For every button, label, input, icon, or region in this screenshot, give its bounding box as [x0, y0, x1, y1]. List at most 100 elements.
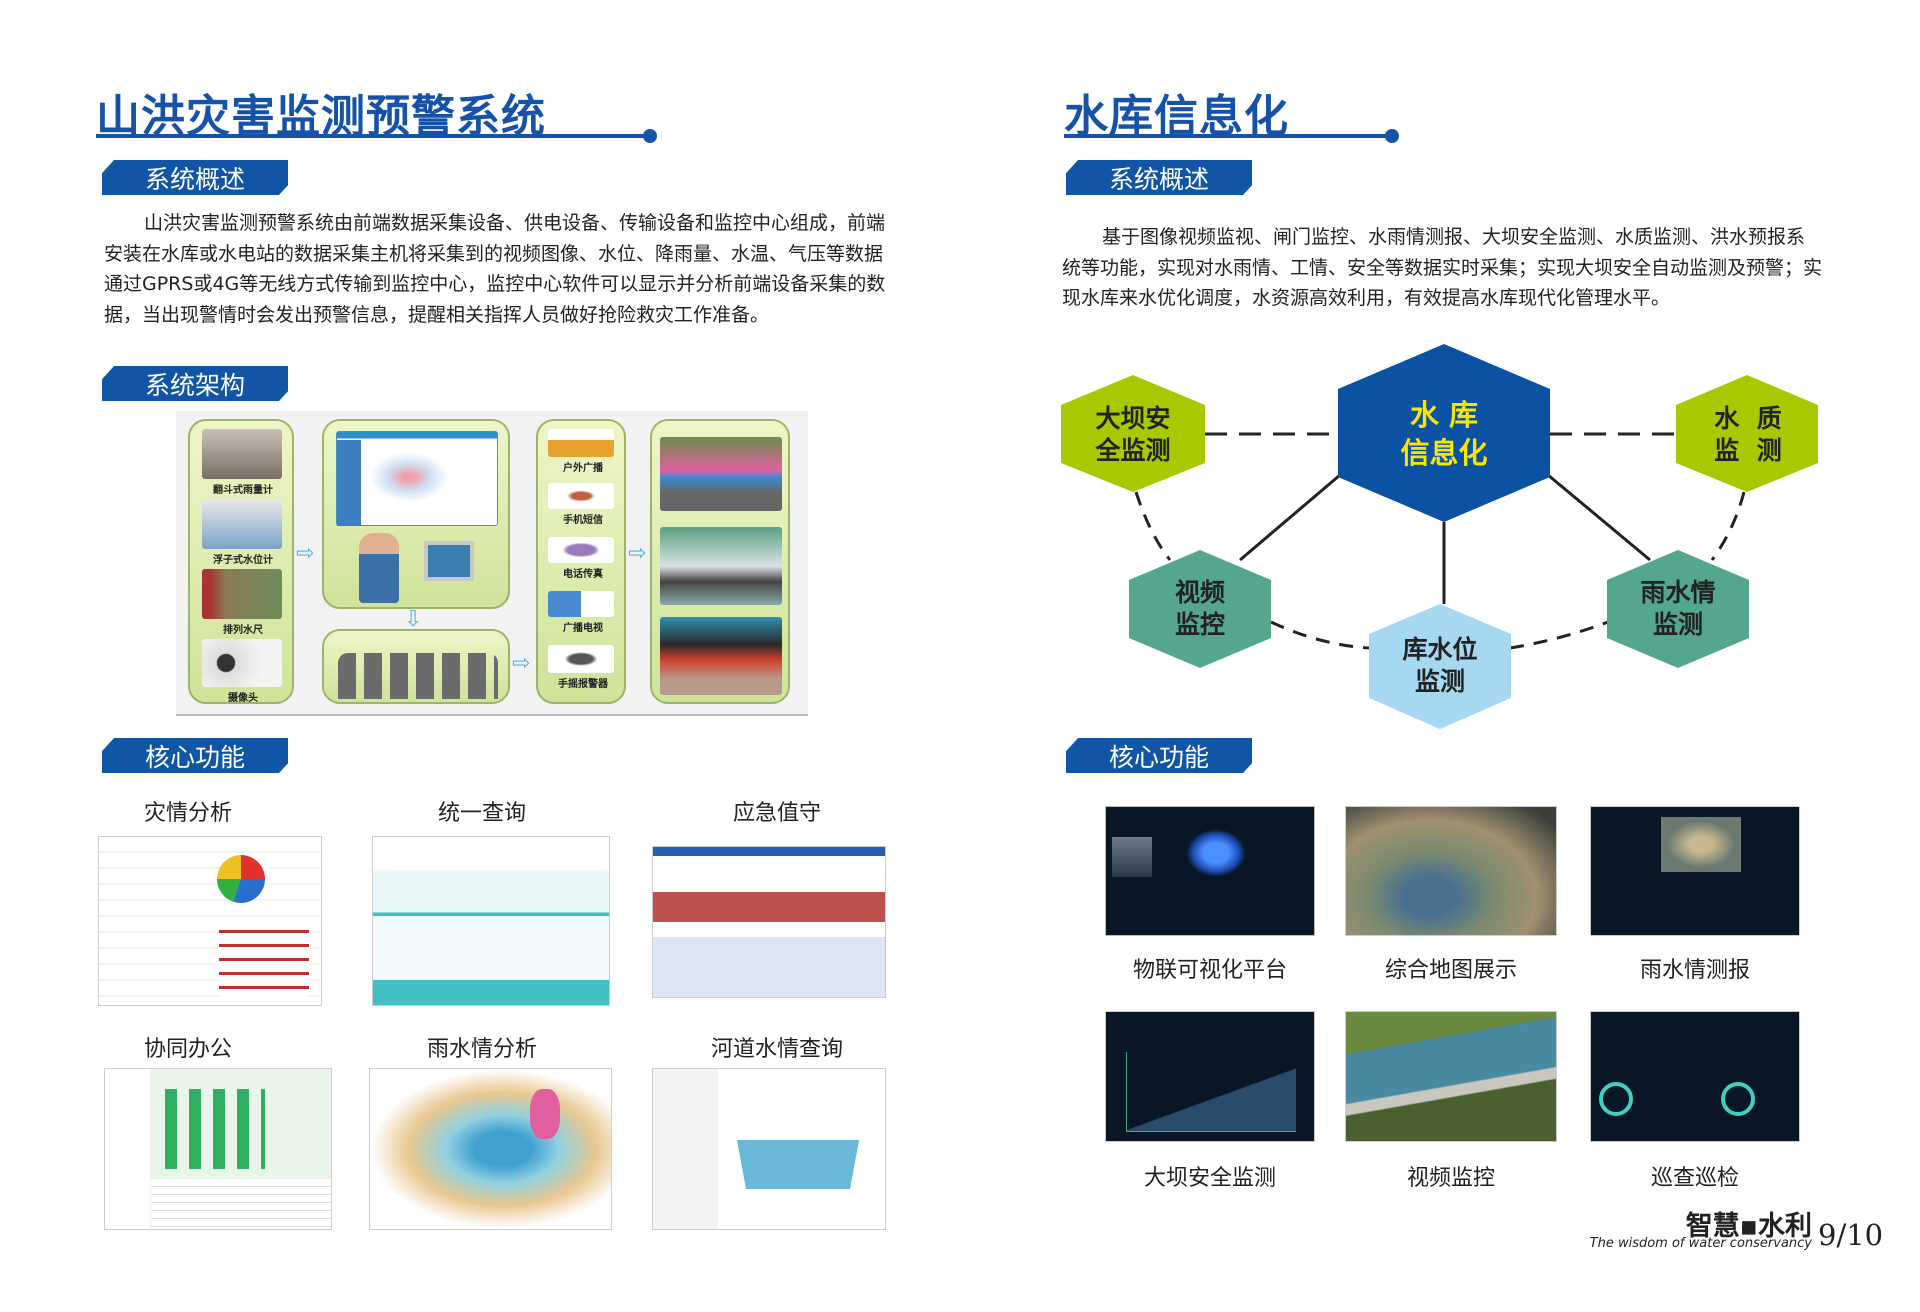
- dam-profile: [1126, 1052, 1296, 1132]
- thumbnail-unified-query[interactable]: [372, 836, 610, 1006]
- hex-text: 库水位: [1402, 634, 1478, 664]
- hex-text: 监控: [1174, 610, 1225, 639]
- hex-dam-label: 大坝安全监测: [1063, 400, 1203, 470]
- dashed-arc: [1270, 620, 1370, 650]
- function-label: 物联可视化平台: [1132, 958, 1287, 983]
- data-table: [151, 1179, 331, 1229]
- thumbnail-emergency-duty[interactable]: [652, 846, 886, 998]
- function-label: 统一查询: [437, 801, 526, 826]
- function-label: 大坝安全监测: [1143, 1166, 1276, 1191]
- page-number: 9/10: [1818, 1218, 1884, 1252]
- function-label: 雨水情分析: [426, 1037, 537, 1062]
- siren-icon: [548, 645, 614, 673]
- sensor-label: 摄像头: [228, 693, 258, 704]
- hex-quality-label: 水 质监 测: [1678, 400, 1818, 470]
- title-underline-dot: [1385, 129, 1399, 143]
- hex-text: 监测: [1652, 610, 1703, 639]
- hex-text: 视频: [1174, 577, 1225, 607]
- monitoring-center-panel: [322, 419, 510, 609]
- hex-text: 大坝安: [1095, 403, 1171, 433]
- title-underline: [96, 134, 648, 138]
- overview-text: 山洪灾害监测预警系统由前端数据采集设备、供电设备、传输设备和监控中心组成，前端安…: [104, 212, 886, 326]
- overview-paragraph: 山洪灾害监测预警系统由前端数据采集设备、供电设备、传输设备和监控中心组成，前端安…: [104, 208, 888, 330]
- connector: [1239, 473, 1341, 562]
- thumbnail-video-monitoring[interactable]: [1345, 1011, 1557, 1142]
- thumbnail-dam-safety[interactable]: [1105, 1011, 1315, 1142]
- gauge-ring: [1721, 1082, 1755, 1116]
- response-photos-panel: [650, 419, 790, 704]
- staff-gauge-photo: [202, 569, 282, 619]
- hex-level-label: 库水位监测: [1370, 630, 1510, 702]
- broadcast-icon: [548, 429, 614, 457]
- hex-text: 全监测: [1095, 436, 1171, 465]
- hex-text: 水 库: [1409, 398, 1479, 433]
- thumbnail-disaster-analysis[interactable]: [98, 836, 322, 1006]
- video-tile: [1112, 837, 1152, 877]
- footer-brand: 智慧▪水利: [1685, 1211, 1812, 1242]
- function-label: 河道水情查询: [710, 1037, 843, 1062]
- camera-photo: [202, 639, 282, 687]
- org-chart: [165, 1089, 265, 1169]
- section-tab-overview: 系统概述: [102, 160, 288, 195]
- hex-text: 雨水情: [1640, 577, 1716, 607]
- map-glow: [1186, 829, 1246, 877]
- arrow-right-icon: ⇨: [512, 651, 531, 676]
- arrow-down-icon: ⇩: [404, 607, 423, 632]
- hex-center: [1338, 344, 1550, 522]
- function-label: 应急值守: [732, 801, 821, 826]
- thumbnail-patrol-inspection[interactable]: [1590, 1011, 1800, 1142]
- alert-label: 广播电视: [563, 623, 603, 634]
- rainfall-zone: [530, 1089, 560, 1139]
- thumbnail-rain-report[interactable]: [1590, 806, 1800, 936]
- dashed-arc: [1509, 620, 1609, 650]
- section-tab-overview: 系统概述: [1066, 160, 1252, 195]
- sensor-label: 翻斗式雨量计: [213, 485, 273, 496]
- dashed-arc: [1710, 491, 1746, 561]
- left-page-title: 山洪灾害监测预警系统: [96, 91, 546, 142]
- dashed-arc: [1134, 491, 1172, 561]
- footer-slogan: The wisdom of water conservancy: [1589, 1236, 1812, 1251]
- thumbnail-map-display[interactable]: [1345, 806, 1557, 936]
- hex-dam-safety: [1061, 375, 1205, 492]
- title-underline: [1064, 134, 1390, 138]
- hex-text: 监 测: [1714, 436, 1782, 465]
- hex-video: [1129, 550, 1271, 668]
- arrow-right-icon: ⇨: [628, 541, 647, 566]
- sensor-panel: 翻斗式雨量计 浮子式水位计 排列水尺 摄像头: [188, 419, 294, 704]
- hex-text: 水 质: [1714, 403, 1782, 433]
- fax-icon: [548, 537, 614, 563]
- alert-channel-panel: 户外广播 手机短信 电话传真 广播电视 手摇报警器: [536, 419, 626, 704]
- team-silhouettes: [338, 653, 498, 699]
- command-team-panel: [322, 629, 510, 704]
- river-cross-section: [733, 1119, 863, 1189]
- phone-icon: [548, 483, 614, 509]
- function-label: 灾情分析: [143, 801, 232, 826]
- hex-text: 监测: [1414, 667, 1465, 696]
- function-label: 综合地图展示: [1384, 958, 1517, 983]
- hex-video-label: 视频监控: [1130, 574, 1270, 644]
- thumbnail-iot-platform[interactable]: [1105, 806, 1315, 936]
- float-gauge-photo: [202, 499, 282, 549]
- function-label: 巡查巡检: [1650, 1166, 1739, 1191]
- hex-water-level: [1369, 604, 1511, 729]
- map-tile: [1661, 817, 1741, 872]
- alert-label: 户外广播: [563, 463, 603, 474]
- software-screen: [336, 431, 498, 526]
- overview-paragraph: 基于图像视频监视、闸门监控、水雨情测报、大坝安全监测、水质监测、洪水预报系统等功…: [1062, 222, 1822, 314]
- alert-label: 手摇报警器: [558, 679, 608, 690]
- architecture-diagram: 翻斗式雨量计 浮子式水位计 排列水尺 摄像头 ⇨ ⇩ ⇨ 户外广播 手机短信 电…: [176, 411, 808, 716]
- pie-chart: [217, 855, 265, 903]
- evacuation-photo: [660, 437, 782, 511]
- thumbnail-river-query[interactable]: [652, 1068, 886, 1230]
- hex-rain: [1607, 550, 1749, 668]
- thumbnail-rain-analysis[interactable]: [369, 1068, 612, 1230]
- overview-text: 基于图像视频监视、闸门监控、水雨情测报、大坝安全监测、水质监测、洪水预报系统等功…: [1062, 226, 1823, 309]
- hex-rain-label: 雨水情监测: [1608, 574, 1748, 644]
- right-page-title: 水库信息化: [1064, 91, 1289, 142]
- arrow-right-icon: ⇨: [296, 541, 315, 566]
- thumbnail-collaborative-office[interactable]: [104, 1068, 332, 1230]
- computer-figure: [424, 541, 474, 581]
- gauge-ring: [1599, 1082, 1633, 1116]
- operator-figure: [359, 533, 399, 603]
